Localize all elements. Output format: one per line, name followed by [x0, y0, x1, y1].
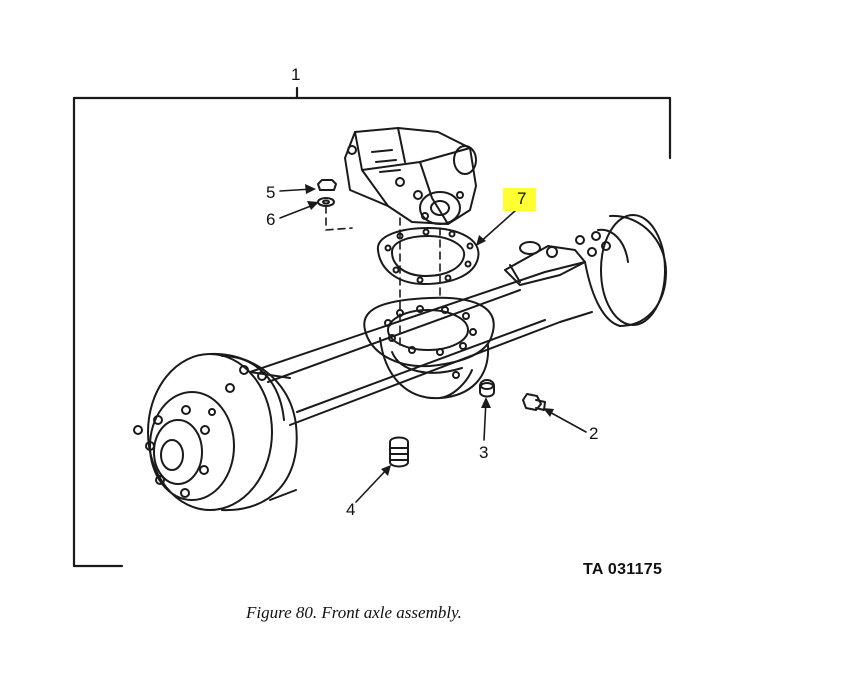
alignment-lines — [325, 205, 441, 346]
figure-caption: Figure 80. Front axle assembly. — [246, 603, 462, 622]
right-brake-drum — [575, 214, 667, 327]
steering-arm — [504, 241, 586, 286]
callout-1: 1 — [291, 65, 301, 84]
gasket — [376, 227, 480, 285]
assembly-bracket — [72, 96, 672, 568]
nut-and-washer — [317, 179, 337, 207]
figure-id: TA 031175 — [583, 561, 663, 578]
callout-5: 5 — [266, 183, 276, 202]
center-housing — [363, 296, 495, 400]
fill-plug — [479, 379, 495, 398]
callout-2: 2 — [589, 424, 599, 443]
breather-vent — [389, 436, 409, 468]
differential-carrier — [344, 127, 477, 225]
callout-6: 6 — [266, 210, 276, 229]
arrow-heads — [305, 184, 554, 476]
left-brake-drum — [133, 352, 298, 512]
callout-7-highlighted: 7 — [503, 188, 537, 211]
drain-plug — [522, 393, 546, 411]
callout-4: 4 — [346, 500, 356, 519]
callout-3: 3 — [479, 443, 489, 462]
